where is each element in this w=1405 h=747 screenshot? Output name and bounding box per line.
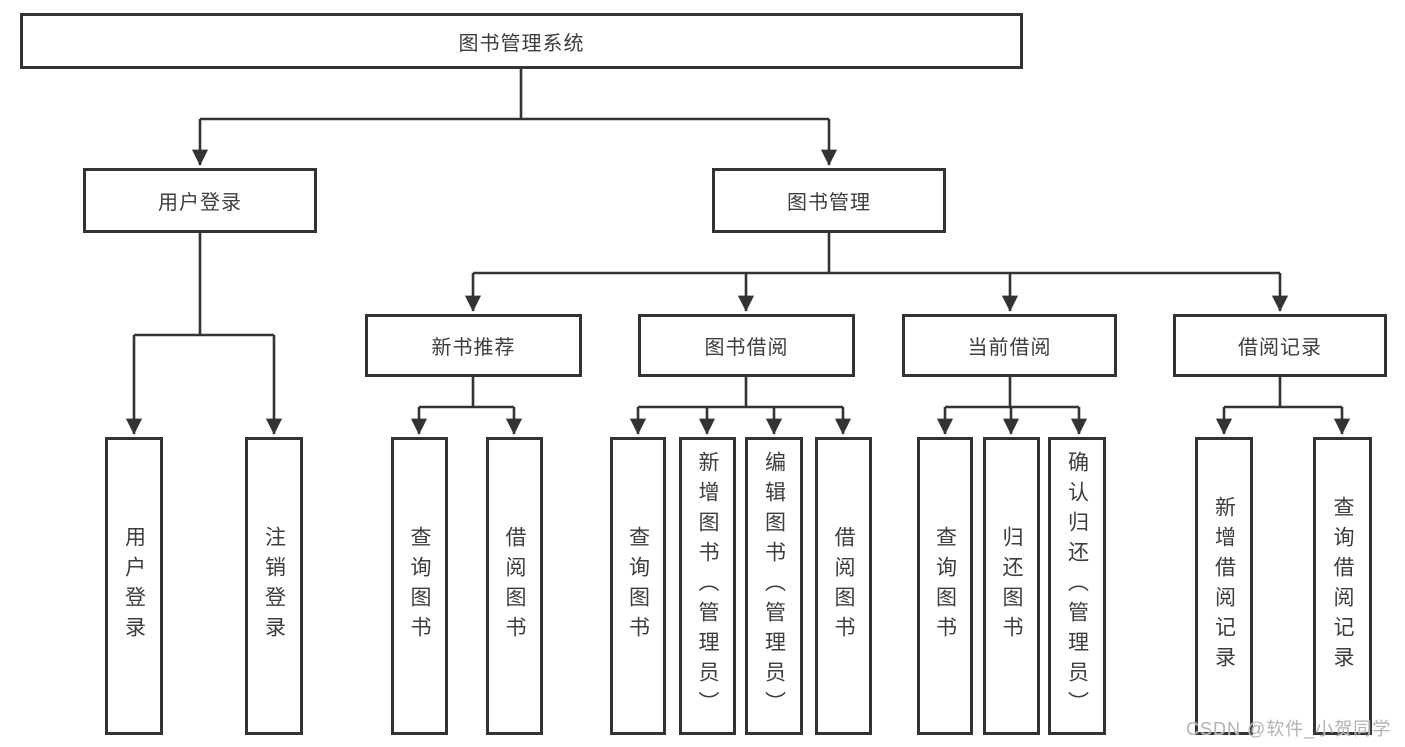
- leaf-label: 查询图书: [408, 526, 431, 646]
- leaf-edit-book-admin: 编辑图书（管理员）: [745, 437, 803, 735]
- leaf-query-books-current: 查询图书: [917, 437, 973, 735]
- leaf-label: 归还图书: [1000, 526, 1023, 646]
- node-book-borrowing: 图书借阅: [638, 314, 855, 377]
- leaf-label: 查询图书: [933, 526, 957, 646]
- leaf-user-login: 用户登录: [105, 437, 163, 735]
- leaf-label: 新增借阅记录: [1212, 496, 1236, 676]
- leaf-label: 新增图书（管理员）: [696, 451, 719, 721]
- leaf-label: 编辑图书（管理员）: [762, 451, 786, 721]
- leaf-label: 借阅图书: [503, 526, 526, 646]
- leaf-query-books-recommend: 查询图书: [391, 437, 448, 735]
- node-book-management: 图书管理: [712, 168, 946, 233]
- leaf-label: 用户登录: [122, 526, 146, 646]
- leaf-logout: 注销登录: [245, 437, 303, 735]
- node-library-system: 图书管理系统: [20, 13, 1023, 69]
- node-current-borrowing: 当前借阅: [902, 314, 1117, 377]
- leaf-borrow-books-recommend: 借阅图书: [486, 437, 543, 735]
- leaf-borrow-books-borrowing: 借阅图书: [815, 437, 872, 735]
- leaf-confirm-return-admin: 确认归还（管理员）: [1048, 437, 1106, 735]
- node-borrowing-records: 借阅记录: [1173, 314, 1387, 377]
- node-user-login: 用户登录: [83, 168, 317, 233]
- leaf-return-books: 归还图书: [983, 437, 1040, 735]
- node-new-book-recommendation: 新书推荐: [365, 314, 582, 377]
- leaf-query-books-borrowing: 查询图书: [610, 437, 666, 735]
- leaf-add-book-admin: 新增图书（管理员）: [679, 437, 736, 735]
- watermark: CSDN @软件_小贺同学: [1186, 719, 1392, 739]
- leaf-label: 查询借阅记录: [1331, 496, 1354, 676]
- leaf-query-borrow-record: 查询借阅记录: [1313, 437, 1372, 735]
- leaf-label: 确认归还（管理员）: [1065, 451, 1089, 721]
- leaf-add-borrow-record: 新增借阅记录: [1195, 437, 1253, 735]
- leaf-label: 注销登录: [262, 526, 286, 646]
- leaf-label: 查询图书: [626, 526, 650, 646]
- leaf-label: 借阅图书: [832, 526, 855, 646]
